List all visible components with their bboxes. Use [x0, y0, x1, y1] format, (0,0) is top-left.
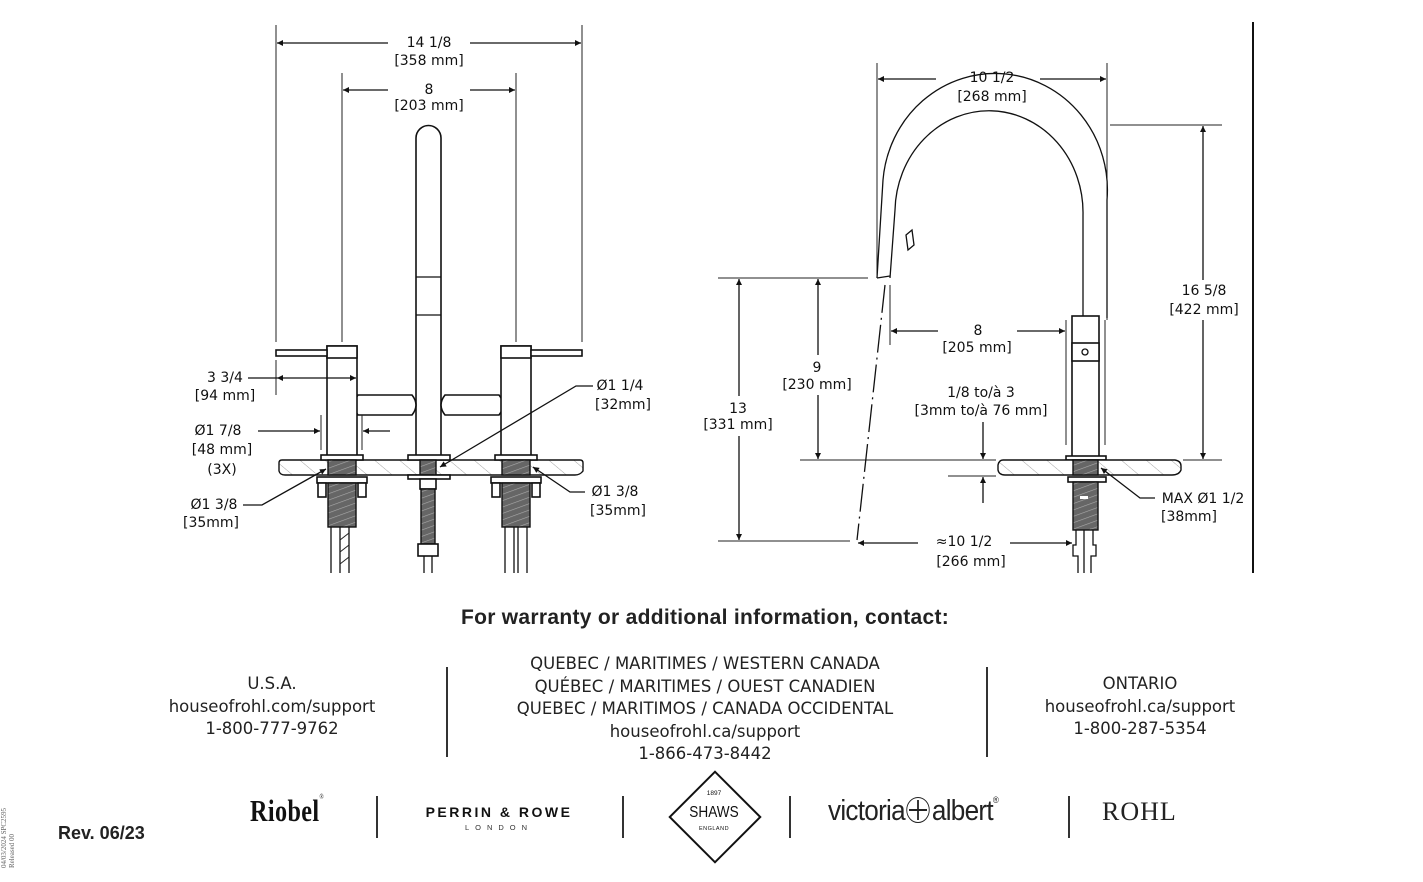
shaws-wordmark: SHAWS — [689, 804, 739, 821]
albert-wordmark: albert — [931, 795, 994, 827]
logo-divider-2 — [622, 796, 624, 838]
deck-thickness-mm: [3mm to/à 76 mm] — [915, 403, 1048, 419]
handle-reach-in: 3 3/4 — [207, 370, 243, 386]
logo-divider-4 — [1068, 796, 1070, 838]
aerator-reach-mm: [205 mm] — [942, 340, 1011, 356]
overall-height-in: 16 5/8 — [1182, 283, 1227, 299]
document-code-line2: Released 00 — [8, 834, 17, 869]
document-code: 04/03/2024 SPC2595 Released 00 — [0, 808, 16, 868]
perrin-rowe-wordmark: PERRIN & ROWE — [425, 804, 573, 820]
contact-heading: For warranty or additional information, … — [460, 606, 950, 629]
logo-divider-1 — [376, 796, 378, 838]
spout-reach-in: 10 1/2 — [970, 70, 1015, 86]
shaws-sub: ENGLAND — [698, 826, 730, 832]
contact-ontario: ONTARIO houseofrohl.ca/support 1-800-287… — [1020, 673, 1260, 741]
overall-height-mm: [422 mm] — [1169, 302, 1238, 318]
spout-reach-mm: [268 mm] — [957, 89, 1026, 105]
center-spacing-mm: [203 mm] — [394, 98, 463, 114]
right-hole-in: Ø1 3/8 — [592, 484, 639, 500]
aerator-reach-in: 8 — [974, 323, 983, 339]
max-clearance-mm: [331 mm] — [703, 417, 772, 433]
contact-divider-right — [986, 667, 988, 757]
body-diameter-mm: [48 mm] — [192, 442, 252, 458]
riobel-wordmark: Riobel — [250, 793, 320, 828]
max-clearance-in: 13 — [729, 401, 747, 417]
canada-region-fr: QUÉBEC / MARITIMES / OUEST CANADIEN — [534, 676, 876, 696]
spout-hole-in: Ø1 1/4 — [597, 378, 644, 394]
left-hole-mm: [35mm] — [183, 515, 239, 531]
canada-region-es: QUEBEC / MARITIMOS / CANADA OCCIDENTAL — [516, 699, 894, 718]
handle-reach-mm: [94 mm] — [195, 388, 255, 404]
rohl-wordmark: ROHL — [1102, 797, 1177, 826]
body-diameter-in: Ø1 7/8 — [195, 423, 242, 439]
pull-reach-mm: [266 mm] — [936, 554, 1005, 570]
perrin-rowe-logo: PERRIN & ROWE LONDON — [415, 804, 583, 832]
max-hole-in: MAX Ø1 1/2 — [1162, 491, 1245, 507]
side-view: 10 1/2 [268 mm] 16 5/8 [422 mm] — [703, 22, 1254, 573]
ontario-region: ONTARIO — [1102, 674, 1178, 693]
contact-divider-left — [446, 667, 448, 757]
center-spacing-in: 8 — [425, 82, 434, 98]
max-hole-mm: [38mm] — [1161, 509, 1217, 525]
usa-region: U.S.A. — [247, 674, 297, 693]
contact-canada: QUEBEC / MARITIMES / WESTERN CANADA QUÉB… — [480, 653, 930, 766]
spout-hole-mm: [32mm] — [595, 397, 651, 413]
technical-drawing: 14 1/8 [358 mm] 8 [203 mm] — [183, 22, 1254, 573]
canada-phone: 1-866-473-8442 — [638, 744, 772, 763]
circle-plus-icon — [906, 797, 931, 823]
spout-clearance-in: 9 — [813, 360, 822, 376]
victoria-wordmark: victoria — [828, 795, 906, 827]
logo-divider-3 — [789, 796, 791, 838]
right-hole-mm: [35mm] — [590, 503, 646, 519]
ontario-phone: 1-800-287-5354 — [1073, 719, 1207, 738]
pull-reach-in: ≈10 1/2 — [936, 534, 993, 550]
spout-body — [415, 124, 442, 461]
ontario-url[interactable]: houseofrohl.ca/support — [1044, 696, 1236, 716]
shaws-logo: 1897 SHAWS ENGLAND — [662, 770, 766, 864]
shaws-year: 1897 — [706, 790, 722, 797]
front-view: 14 1/8 [358 mm] 8 [203 mm] — [183, 25, 651, 573]
rohl-logo: ROHL — [1102, 797, 1177, 827]
overall-width-in: 14 1/8 — [407, 35, 452, 51]
riobel-logo: Riobel® — [250, 793, 325, 828]
usa-phone: 1-800-777-9762 — [205, 719, 339, 738]
left-hole-in: Ø1 3/8 — [191, 497, 238, 513]
body-diameter-qty: (3X) — [207, 462, 236, 478]
spout-clearance-mm: [230 mm] — [782, 377, 851, 393]
document-code-line1: 04/03/2024 SPC2595 — [0, 807, 9, 869]
revision-label: Rev. 06/23 — [58, 823, 145, 843]
contact-usa: U.S.A. houseofrohl.com/support 1-800-777… — [152, 673, 392, 741]
canada-region-en: QUEBEC / MARITIMES / WESTERN CANADA — [530, 654, 880, 673]
usa-url[interactable]: houseofrohl.com/support — [168, 696, 376, 716]
canada-url[interactable]: houseofrohl.ca/support — [609, 721, 801, 741]
perrin-rowe-sub: LONDON — [464, 823, 534, 832]
overall-width-mm: [358 mm] — [394, 53, 463, 69]
deck-thickness-in: 1/8 to/à 3 — [947, 385, 1015, 401]
